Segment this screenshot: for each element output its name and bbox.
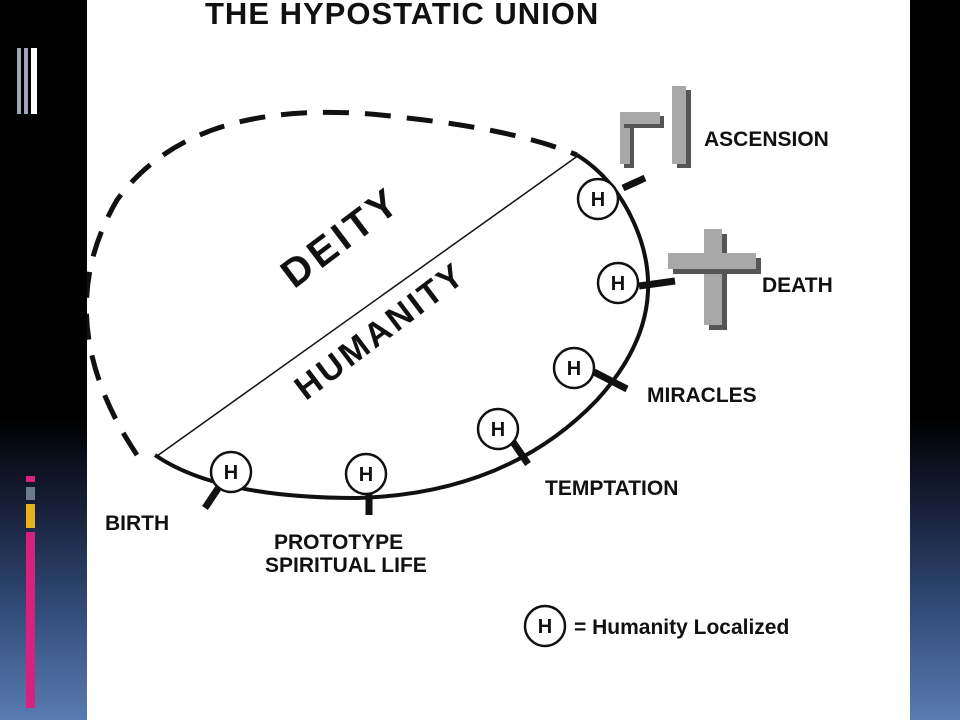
legend-text: = Humanity Localized xyxy=(574,616,789,639)
label-death: DEATH xyxy=(762,274,833,297)
label-prototype-line2: SPIRITUAL LIFE xyxy=(265,554,427,577)
ascension-glyph-icon xyxy=(620,86,691,168)
page-title: THE HYPOSTATIC UNION xyxy=(205,0,599,31)
label-miracles: MIRACLES xyxy=(647,384,757,407)
tick-temptation xyxy=(510,440,531,466)
deco-bars-top xyxy=(17,48,37,114)
deco-accent-magenta-long xyxy=(26,532,35,708)
h-marker-ascension: H xyxy=(576,177,620,221)
humanity-solid-arc xyxy=(153,153,651,501)
deity-dashed-arc xyxy=(87,109,578,457)
tick-miracles xyxy=(592,368,629,393)
tick-ascension xyxy=(621,174,647,192)
svg-text:H: H xyxy=(591,189,605,211)
cross-icon xyxy=(668,229,761,330)
deco-accent-magenta-small xyxy=(26,476,35,482)
label-temptation: TEMPTATION xyxy=(545,477,678,500)
deco-accent-gold xyxy=(26,504,35,528)
svg-text:H: H xyxy=(611,273,625,295)
deity-label: DEITY xyxy=(273,179,410,297)
deco-accent-slate xyxy=(26,487,35,500)
tick-death xyxy=(638,277,676,290)
dividing-line xyxy=(156,154,580,457)
legend-marker: H xyxy=(523,604,567,648)
svg-text:H: H xyxy=(567,358,581,380)
h-marker-death: H xyxy=(596,261,640,305)
h-marker-prototype: H xyxy=(344,452,388,496)
svg-text:H: H xyxy=(359,464,373,486)
label-birth: BIRTH xyxy=(105,512,169,535)
h-marker-birth: H xyxy=(209,450,253,494)
hypostatic-union-diagram: .lbl { font-family: "Liberation Sans", s… xyxy=(87,0,833,648)
h-marker-miracles: H xyxy=(552,346,596,390)
h-marker-temptation: H xyxy=(476,407,520,451)
svg-text:H: H xyxy=(224,462,238,484)
label-ascension: ASCENSION xyxy=(704,128,829,151)
svg-text:H: H xyxy=(538,616,552,638)
legend: H = Humanity Localized xyxy=(523,604,789,648)
label-prototype-line1: PROTOTYPE xyxy=(274,531,403,554)
svg-text:H: H xyxy=(491,419,505,441)
slide: .lbl { font-family: "Liberation Sans", s… xyxy=(87,0,910,720)
